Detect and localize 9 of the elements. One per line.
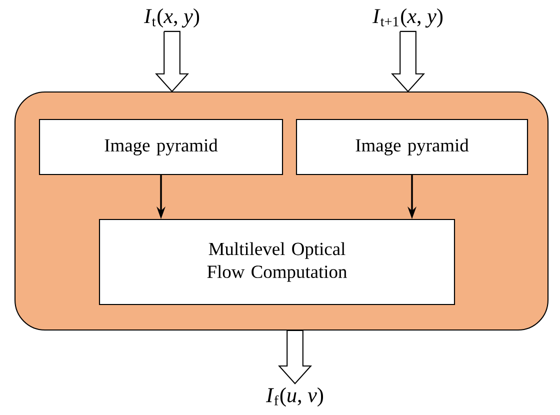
math-label: I$_{f}$(u, v)	[266, 387, 324, 407]
block-arrow	[155, 30, 189, 92]
process-box: Multilevel Optical Flow Computation	[98, 218, 456, 306]
math-label: I$_{t+1}$(x, y)	[372, 8, 443, 28]
block-arrow	[278, 330, 312, 384]
block-arrow	[391, 30, 425, 92]
process-box: Image pyramid	[296, 118, 528, 176]
math-label: I$_{t}$(x, y)	[144, 8, 200, 28]
process-box: Image pyramid	[38, 118, 284, 176]
